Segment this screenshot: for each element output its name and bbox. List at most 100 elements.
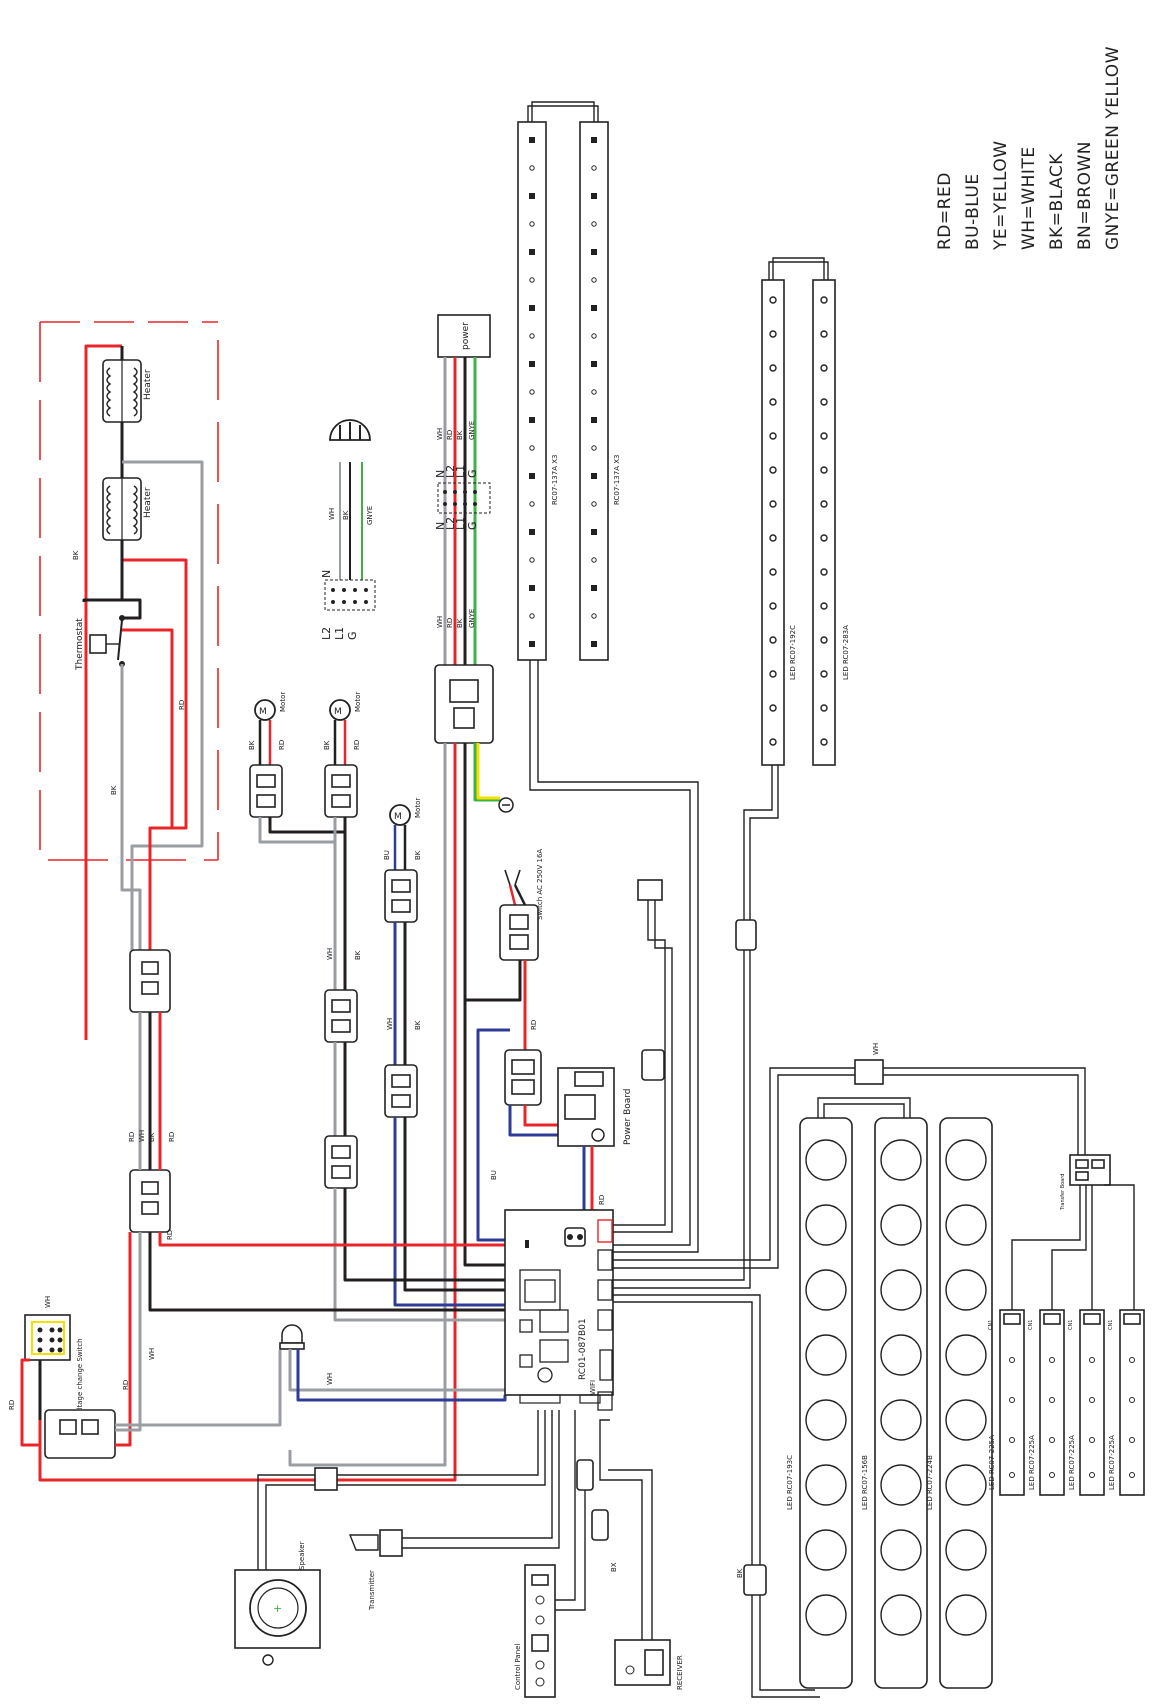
thermostat: Thermostat [75, 615, 125, 671]
wire-label-rd-4: RD [166, 1230, 174, 1240]
switch-label: Switch AC 250V 16A [536, 849, 544, 920]
wire-label-bk-1: BK [72, 550, 80, 560]
voltage-connector: RD WH [44, 1232, 282, 1459]
terminal-top-l1: L1 [454, 465, 467, 478]
led-panel-lamp [945, 1204, 987, 1246]
led-strip-chip [529, 193, 535, 199]
led-panel-lamp [805, 1334, 847, 1376]
led-strip-hole [529, 557, 535, 563]
main-power-wiring [38, 743, 522, 1482]
led-panel-lamp [805, 1399, 847, 1441]
led-156b-label: LED RC07-156B [861, 1455, 869, 1510]
led-small-hole [1129, 1437, 1135, 1443]
speaker: + Speaker [234, 1410, 546, 1666]
legend-item-brown: BN=BROWN [1075, 141, 1095, 250]
main-board-wifi: WIFI [589, 1380, 597, 1395]
led-strip-bead [820, 636, 828, 644]
led-small-hole [1009, 1397, 1015, 1403]
led-strip-bead [820, 500, 828, 508]
blue-feed: BU [476, 1028, 510, 1242]
led-panel-wiring: BK WH [613, 1043, 1086, 1698]
power-board-label: Power Board [623, 1088, 633, 1145]
led-panel-lamp [805, 1139, 847, 1181]
led-panel-lamp [880, 1334, 922, 1376]
legend-item-blue: BU-BLUE [963, 173, 983, 250]
board-upper-harness [613, 879, 673, 1233]
led-panel-lamp [880, 1529, 922, 1571]
led-small-hole [1009, 1472, 1015, 1478]
motor-1-wire-rd: RD [278, 740, 286, 750]
led-strip-bead [769, 466, 777, 474]
led-strip-bead [769, 432, 777, 440]
led-strip-bead [820, 398, 828, 406]
led-panel-lamp [880, 1399, 922, 1441]
led-small-3-label: LED RC07-225A [1068, 1435, 1076, 1490]
led-panel-lamp [880, 1269, 922, 1311]
motor-2-wire-rd: RD [353, 740, 361, 750]
terminal-wire-bk: BK [456, 430, 464, 440]
led-strip-chip [529, 641, 535, 647]
motor-1-label: Motor [279, 692, 287, 712]
led-strip-137a-pair: RC07-137A X3 RC07-137A X3 [517, 101, 699, 1253]
led-strip-bead [820, 602, 828, 610]
led-strip-hole [591, 277, 597, 283]
led-panel-lamp [805, 1464, 847, 1506]
power-label: power [461, 322, 471, 350]
terminal-wire-wh: WH [436, 428, 444, 440]
led-strip-chip [529, 473, 535, 479]
led-panel-lamp [880, 1464, 922, 1506]
motor-1: M Motor BK RD [248, 692, 287, 818]
led-small-4: CN1 LED RC07-225A [1108, 1309, 1145, 1496]
main-control-board: RC01-087B01 WIFI [504, 1209, 614, 1404]
led-224b-label: LED RC07-224B [926, 1455, 934, 1510]
led-small-hole [1049, 1472, 1055, 1478]
led-283a-label: LED RC07-283A [842, 625, 850, 680]
led-panel-lamp [805, 1269, 847, 1311]
led-small-1-label: LED RC07-225A [988, 1435, 996, 1490]
main-power-connector [434, 664, 494, 744]
heater-to-board: RD [148, 1230, 505, 1312]
main-board-label: RC01-087B01 [578, 1318, 588, 1380]
plug-pin-g: G [346, 631, 359, 640]
led-193c-label: LED RC07-193C [786, 1455, 794, 1510]
plug-pin-l2: L2 [320, 627, 333, 640]
motor-2: M Motor BK RD [323, 692, 362, 818]
led-strip-bead [769, 738, 777, 746]
transfer-board: Transfer Board [1011, 1154, 1135, 1310]
heater-wiring: BK RD BK [72, 344, 204, 1040]
led-strip-bead [820, 568, 828, 576]
motor-1-symbol: M [259, 707, 267, 717]
transfer-board-label: Transfer Board [1060, 1174, 1066, 1211]
plug-wire-gnye: GNYE [366, 506, 374, 525]
heater-harness: RD WH BK RD [128, 1012, 176, 1170]
led-small-1: CN1 LED RC07-225A [988, 1309, 1025, 1496]
led-small-1-cn1: CN1 [988, 1320, 994, 1330]
transmitter-label: Transmitter [368, 1570, 376, 1611]
legend-item-white: WH=WHITE [1019, 146, 1039, 250]
led-strip-chip [591, 473, 597, 479]
led-small-hole [1049, 1397, 1055, 1403]
voltage-switch-label: Voltage change Switch [76, 1338, 84, 1418]
wire-label-rd-switch: RD [530, 1020, 538, 1030]
led-strip-192c-283a: LED RC07-192C LED RC07-283A [613, 257, 850, 1289]
terminal-top-g: G [466, 469, 479, 478]
led-strip-bead [820, 534, 828, 542]
wire-label-bk-2: BK [110, 785, 118, 795]
power-board: Power Board RD [504, 1049, 633, 1215]
led-strip-hole [591, 613, 597, 619]
receiver-wire-bx: BX [610, 1562, 618, 1572]
led-small-hole [1089, 1437, 1095, 1443]
led-strip-bead [820, 466, 828, 474]
led-strip-bead [820, 364, 828, 372]
terminal-wire-wh-2: WH [436, 616, 444, 628]
led-strip-hole [529, 333, 535, 339]
legend-item-black: BK=BLACK [1047, 153, 1067, 250]
receiver: RECEIVER BX [591, 1391, 684, 1690]
control-panel: Control Panel [514, 1410, 594, 1698]
led-strip-hole [591, 333, 597, 339]
motor-harness-wh: WH [326, 948, 334, 960]
led-strip-chip [529, 305, 535, 311]
led-strip-chip [591, 585, 597, 591]
heater-2: Heater [102, 477, 153, 541]
